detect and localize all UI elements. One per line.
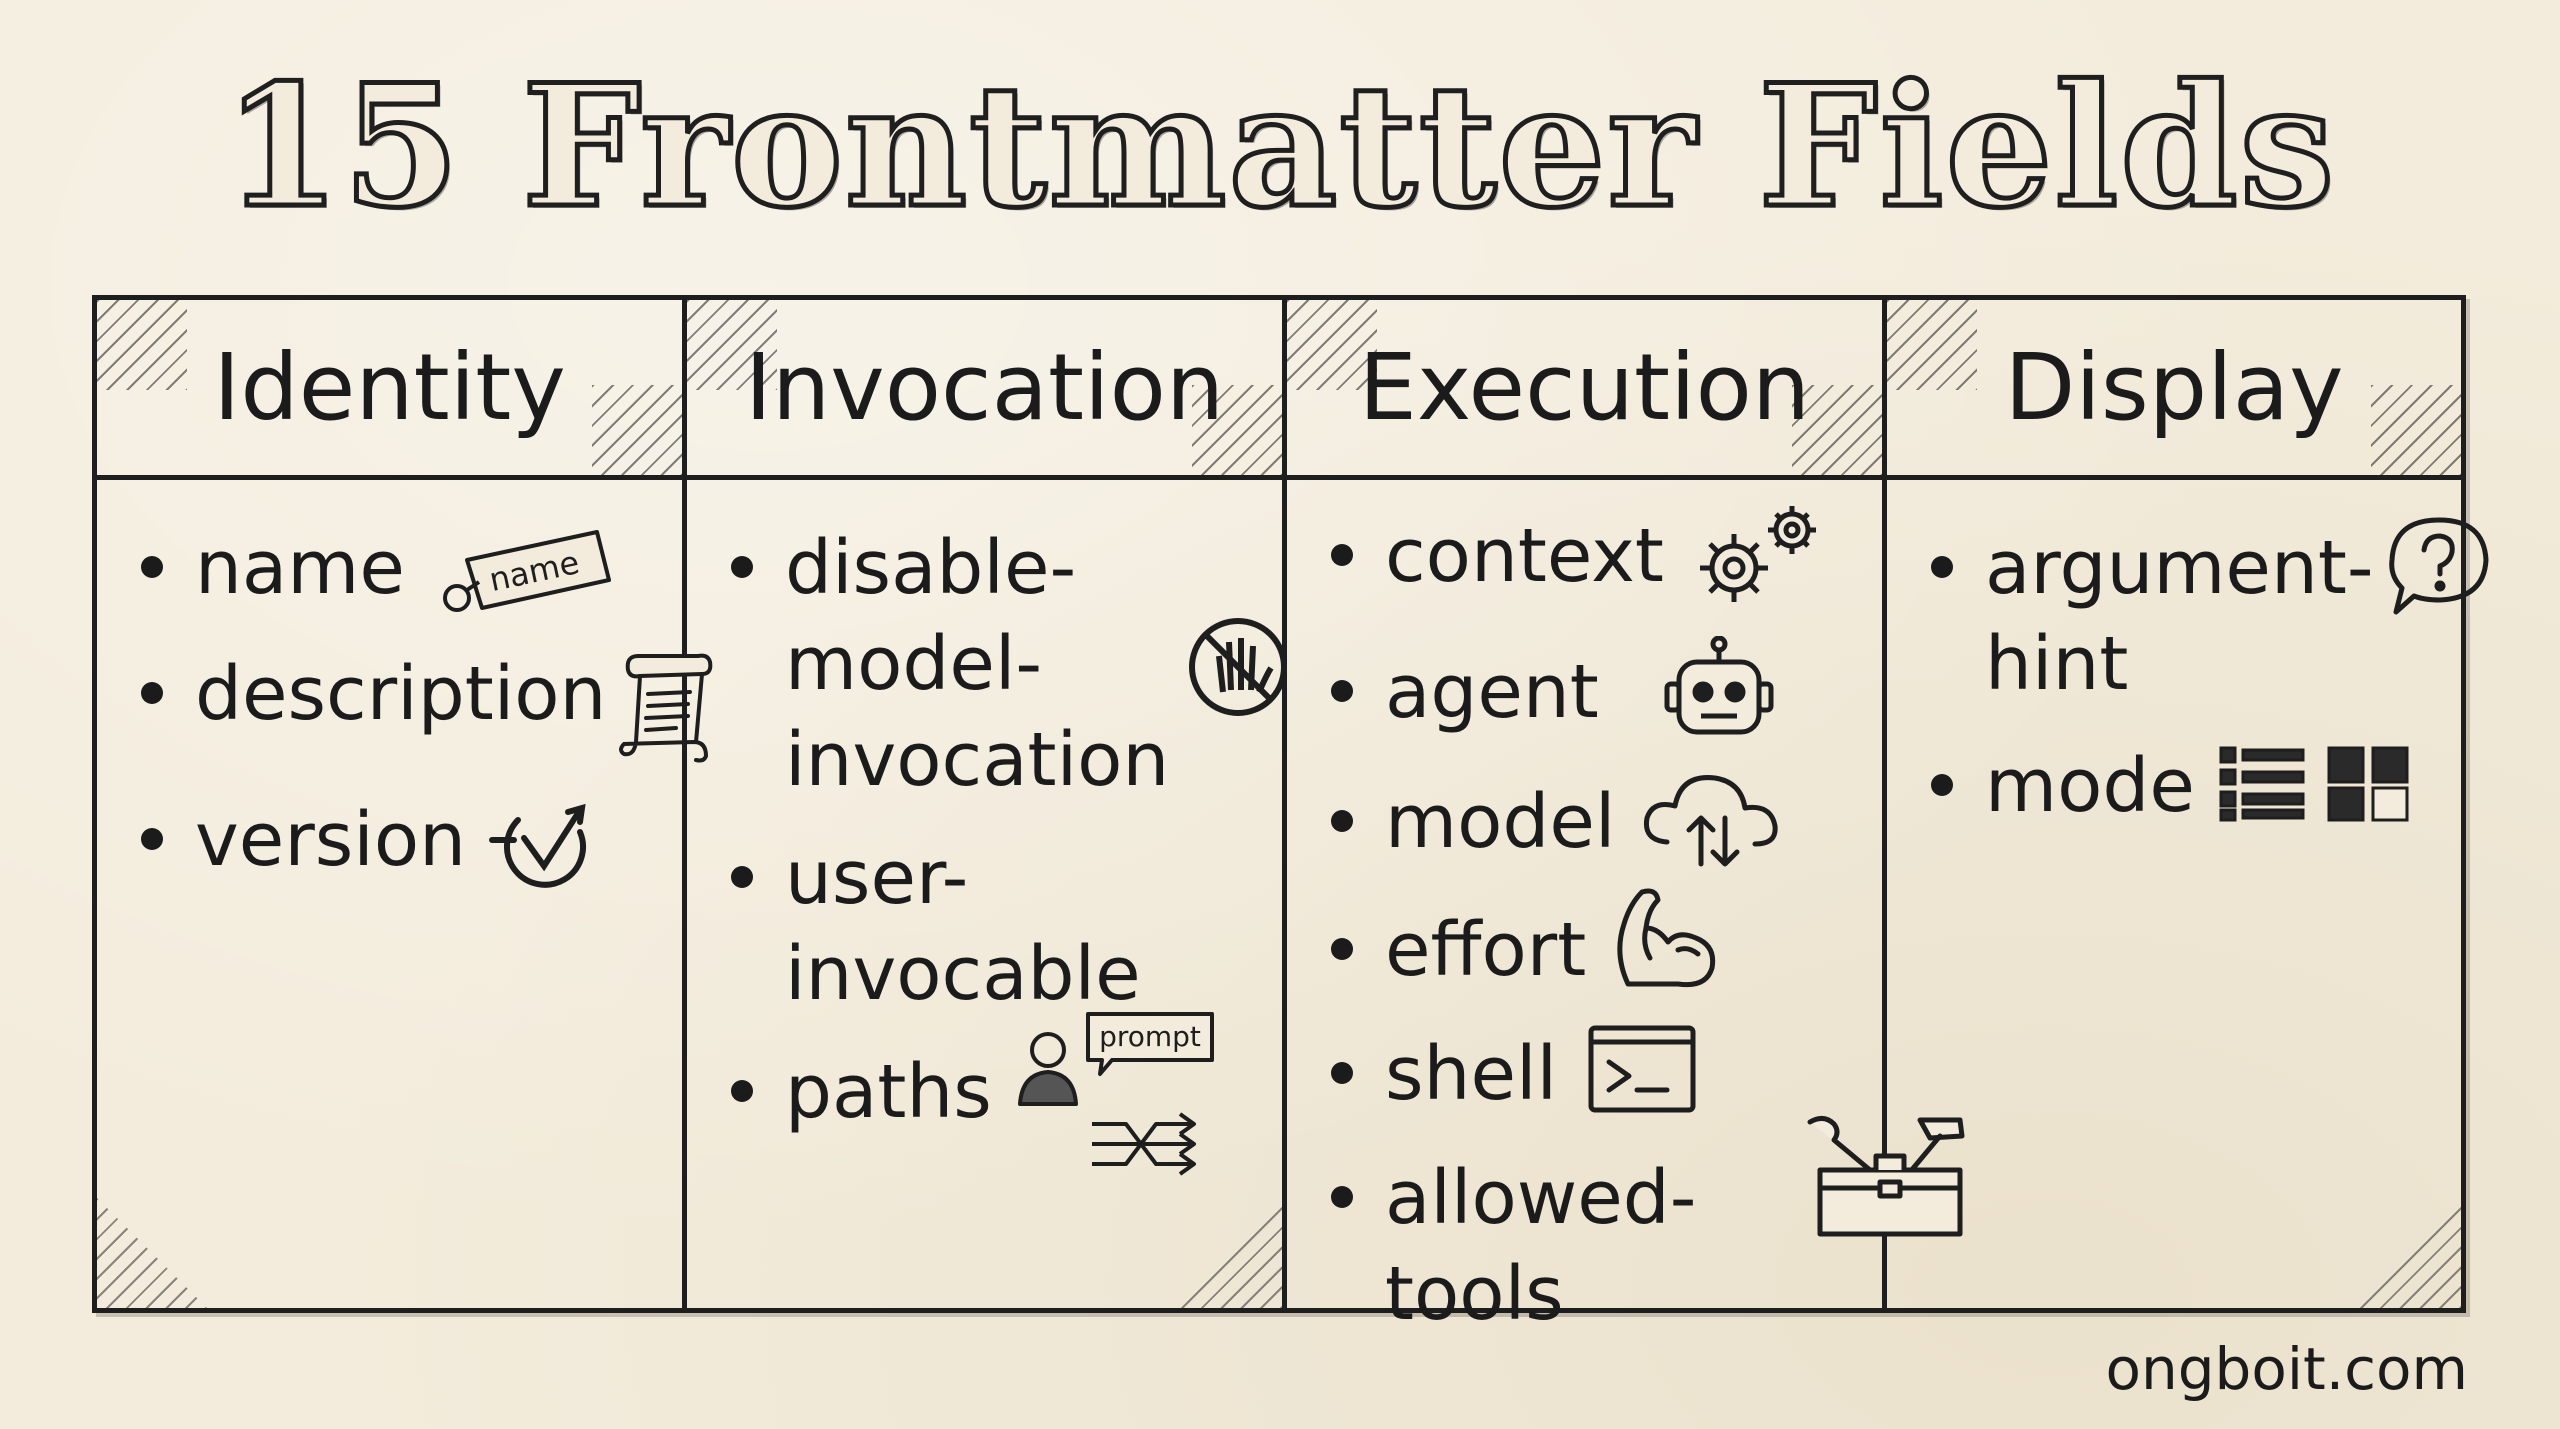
field-label: user-invocable (785, 835, 1141, 1017)
list-item: shell (1331, 1024, 1852, 1122)
field-label: disable-model- invocation (785, 525, 1170, 803)
scroll-icon (616, 646, 716, 766)
no-hand-icon (1183, 612, 1293, 722)
bullet (1931, 556, 1953, 578)
column-header-identity: Identity (97, 300, 682, 480)
field-label: version (195, 797, 467, 883)
fields-table: Identity name name (92, 295, 2489, 1337)
bullet (731, 556, 753, 578)
field-label: allowed-tools (1385, 1155, 1697, 1337)
list-item: allowed-tools (1331, 1150, 1852, 1342)
list-item: model (1331, 774, 1852, 874)
user-prompt-paths-icon: prompt (1016, 1004, 1216, 1194)
field-label: model (1385, 779, 1616, 865)
bullet (1331, 544, 1353, 566)
flexed-arm-icon (1608, 884, 1728, 994)
bullet (1331, 938, 1353, 960)
bullet (731, 866, 753, 888)
column-body-display: argument- hint mode (1887, 480, 2489, 1308)
page-title: 15 Frontmatter Fields (221, 47, 2337, 245)
robot-icon (1659, 636, 1779, 746)
cloud-sync-icon (1637, 764, 1787, 874)
field-label: shell (1385, 1031, 1558, 1117)
bullet (141, 556, 163, 578)
prompt-bubble-text: prompt (1099, 1020, 1201, 1053)
toolbox-icon (1800, 1112, 1980, 1242)
name-tag-icon: name (427, 520, 617, 620)
field-label: paths (785, 1049, 992, 1135)
list-item: user-invocable (731, 830, 1252, 1022)
column-body-execution: context agent (1287, 480, 1882, 1337)
list-item: agent (1331, 636, 1852, 746)
bullet (731, 1080, 753, 1102)
bullet (141, 828, 163, 850)
field-label: argument- hint (1985, 525, 2374, 707)
column-invocation: Invocation disable-model- invocation (687, 300, 1287, 1308)
list-item: argument- hint (1931, 517, 2489, 712)
bullet (1331, 680, 1353, 702)
list-item: disable-model- invocation (731, 520, 1287, 808)
watermark: ongboit.com (2105, 1335, 2468, 1403)
column-header-display: Display (1887, 300, 2461, 480)
list-item: description (141, 646, 713, 766)
terminal-icon (1587, 1024, 1697, 1114)
column-identity: Identity name name (97, 300, 713, 1308)
list-item: version (141, 792, 652, 892)
list-grid-view-icon (2217, 744, 2417, 824)
execution-list: context agent (1331, 506, 1852, 1342)
field-label: effort (1385, 907, 1587, 993)
invocation-list: disable-model- invocation user-i (731, 520, 1287, 1194)
bullet (1331, 1186, 1353, 1208)
list-item: context (1331, 506, 1852, 616)
column-body-invocation: disable-model- invocation user-i (687, 480, 1287, 1308)
list-item: name name (141, 520, 652, 620)
list-item: paths prompt (731, 1012, 1252, 1194)
version-check-icon (488, 792, 598, 892)
gears-icon (1686, 496, 1826, 616)
bullet (1931, 774, 1953, 796)
field-label: description (195, 651, 607, 737)
bullet (141, 682, 163, 704)
column-header-execution: Execution (1287, 300, 1882, 480)
list-item: mode (1931, 738, 2431, 834)
bullet (1331, 1062, 1353, 1084)
display-list: argument- hint mode (1931, 517, 2489, 834)
bullet (1331, 810, 1353, 832)
column-execution: Execution context (1287, 300, 1887, 1337)
column-body-identity: name name descript (97, 480, 713, 1308)
column-display: Display argument- hint (1887, 300, 2489, 1308)
field-label: context (1385, 513, 1664, 599)
identity-list: name name descript (141, 520, 713, 892)
field-label: agent (1385, 649, 1599, 735)
list-item: effort (1331, 888, 1852, 998)
field-label: mode (1985, 743, 2195, 829)
column-header-invocation: Invocation (687, 300, 1282, 480)
question-bubble-icon (2384, 512, 2494, 622)
field-label: name (195, 525, 405, 611)
